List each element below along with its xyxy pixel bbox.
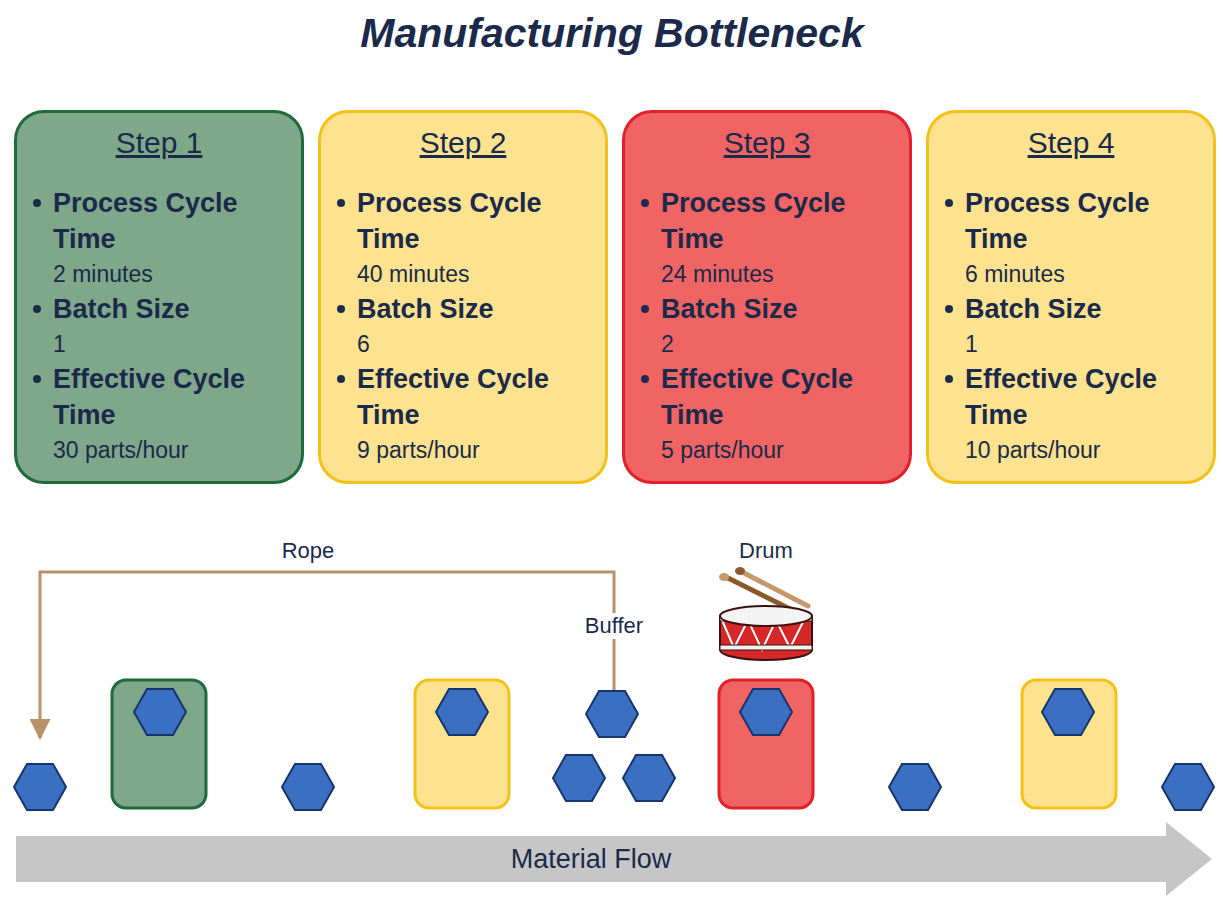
part-hexagon — [1162, 764, 1214, 810]
bullet-item: Batch Size2 — [625, 291, 897, 361]
process-step-box: Step 2 Process Cycle Time40 minutesBatch … — [318, 110, 608, 484]
flow-label: Material Flow — [511, 844, 672, 875]
metric-name: Batch Size — [661, 291, 897, 327]
bullet-item: Process Cycle Time40 minutes — [321, 185, 593, 291]
process-step-box: Step 3 Process Cycle Time24 minutesBatch … — [622, 110, 912, 484]
step-heading: Step 2 — [321, 125, 593, 161]
metric-value: 24 minutes — [661, 257, 897, 291]
metric-value: 40 minutes — [357, 257, 593, 291]
flow-arrow-body — [16, 822, 1212, 896]
metric-value: 10 parts/hour — [965, 433, 1201, 467]
drum-icon — [719, 567, 812, 660]
part-hexagon — [740, 689, 792, 735]
bullet-item: Effective Cycle Time5 parts/hour — [625, 361, 897, 467]
bullet-item: Process Cycle Time2 minutes — [17, 185, 289, 291]
process-step-box: Step 1 Process Cycle Time2 minutesBatch S… — [14, 110, 304, 484]
metric-name: Batch Size — [53, 291, 289, 327]
metric-name: Effective Cycle Time — [357, 361, 593, 433]
buffer-label: Buffer — [581, 613, 647, 639]
metric-name: Batch Size — [965, 291, 1201, 327]
rope-label: Rope — [278, 538, 339, 564]
station-box — [1022, 680, 1116, 808]
part-hexagon — [282, 764, 334, 810]
step-heading: Step 1 — [17, 125, 289, 161]
part-hexagon — [586, 691, 638, 737]
metric-name: Batch Size — [357, 291, 593, 327]
metric-value: 6 — [357, 327, 593, 361]
bullet-item: Batch Size1 — [929, 291, 1201, 361]
metric-value: 9 parts/hour — [357, 433, 593, 467]
part-hexagon — [1042, 689, 1094, 735]
bullet-item: Batch Size6 — [321, 291, 593, 361]
station-box — [112, 680, 206, 808]
part-hexagon — [623, 755, 675, 801]
part-hexagon — [553, 755, 605, 801]
bullet-item: Effective Cycle Time9 parts/hour — [321, 361, 593, 467]
metric-value: 1 — [965, 327, 1201, 361]
metric-name: Effective Cycle Time — [965, 361, 1201, 433]
metric-value: 30 parts/hour — [53, 433, 289, 467]
drum-label: Drum — [735, 538, 797, 564]
metric-name: Process Cycle Time — [357, 185, 593, 257]
bullet-item: Batch Size1 — [17, 291, 289, 361]
metric-value: 2 — [661, 327, 897, 361]
bullet-item: Process Cycle Time24 minutes — [625, 185, 897, 291]
process-step-box: Step 4 Process Cycle Time6 minutesBatch S… — [926, 110, 1216, 484]
metric-name: Process Cycle Time — [965, 185, 1201, 257]
step-heading: Step 3 — [625, 125, 897, 161]
part-hexagons — [14, 689, 1214, 810]
metric-value: 1 — [53, 327, 289, 361]
metric-value: 2 minutes — [53, 257, 289, 291]
part-hexagon — [14, 764, 66, 810]
bullet-item: Process Cycle Time6 minutes — [929, 185, 1201, 291]
metric-name: Effective Cycle Time — [53, 361, 289, 433]
diagram-title: Manufacturing Bottleneck — [0, 10, 1224, 57]
bullet-item: Effective Cycle Time30 parts/hour — [17, 361, 289, 467]
metric-name: Process Cycle Time — [53, 185, 289, 257]
part-hexagon — [134, 689, 186, 735]
metric-value: 6 minutes — [965, 257, 1201, 291]
metric-name: Effective Cycle Time — [661, 361, 897, 433]
metric-value: 5 parts/hour — [661, 433, 897, 467]
step-heading: Step 4 — [929, 125, 1201, 161]
station-box — [415, 680, 509, 808]
metric-name: Process Cycle Time — [661, 185, 897, 257]
flow-arrow: Material Flow — [16, 822, 1212, 896]
part-hexagon — [889, 764, 941, 810]
part-hexagon — [436, 689, 488, 735]
station-box — [719, 680, 813, 808]
bullet-item: Effective Cycle Time10 parts/hour — [929, 361, 1201, 467]
